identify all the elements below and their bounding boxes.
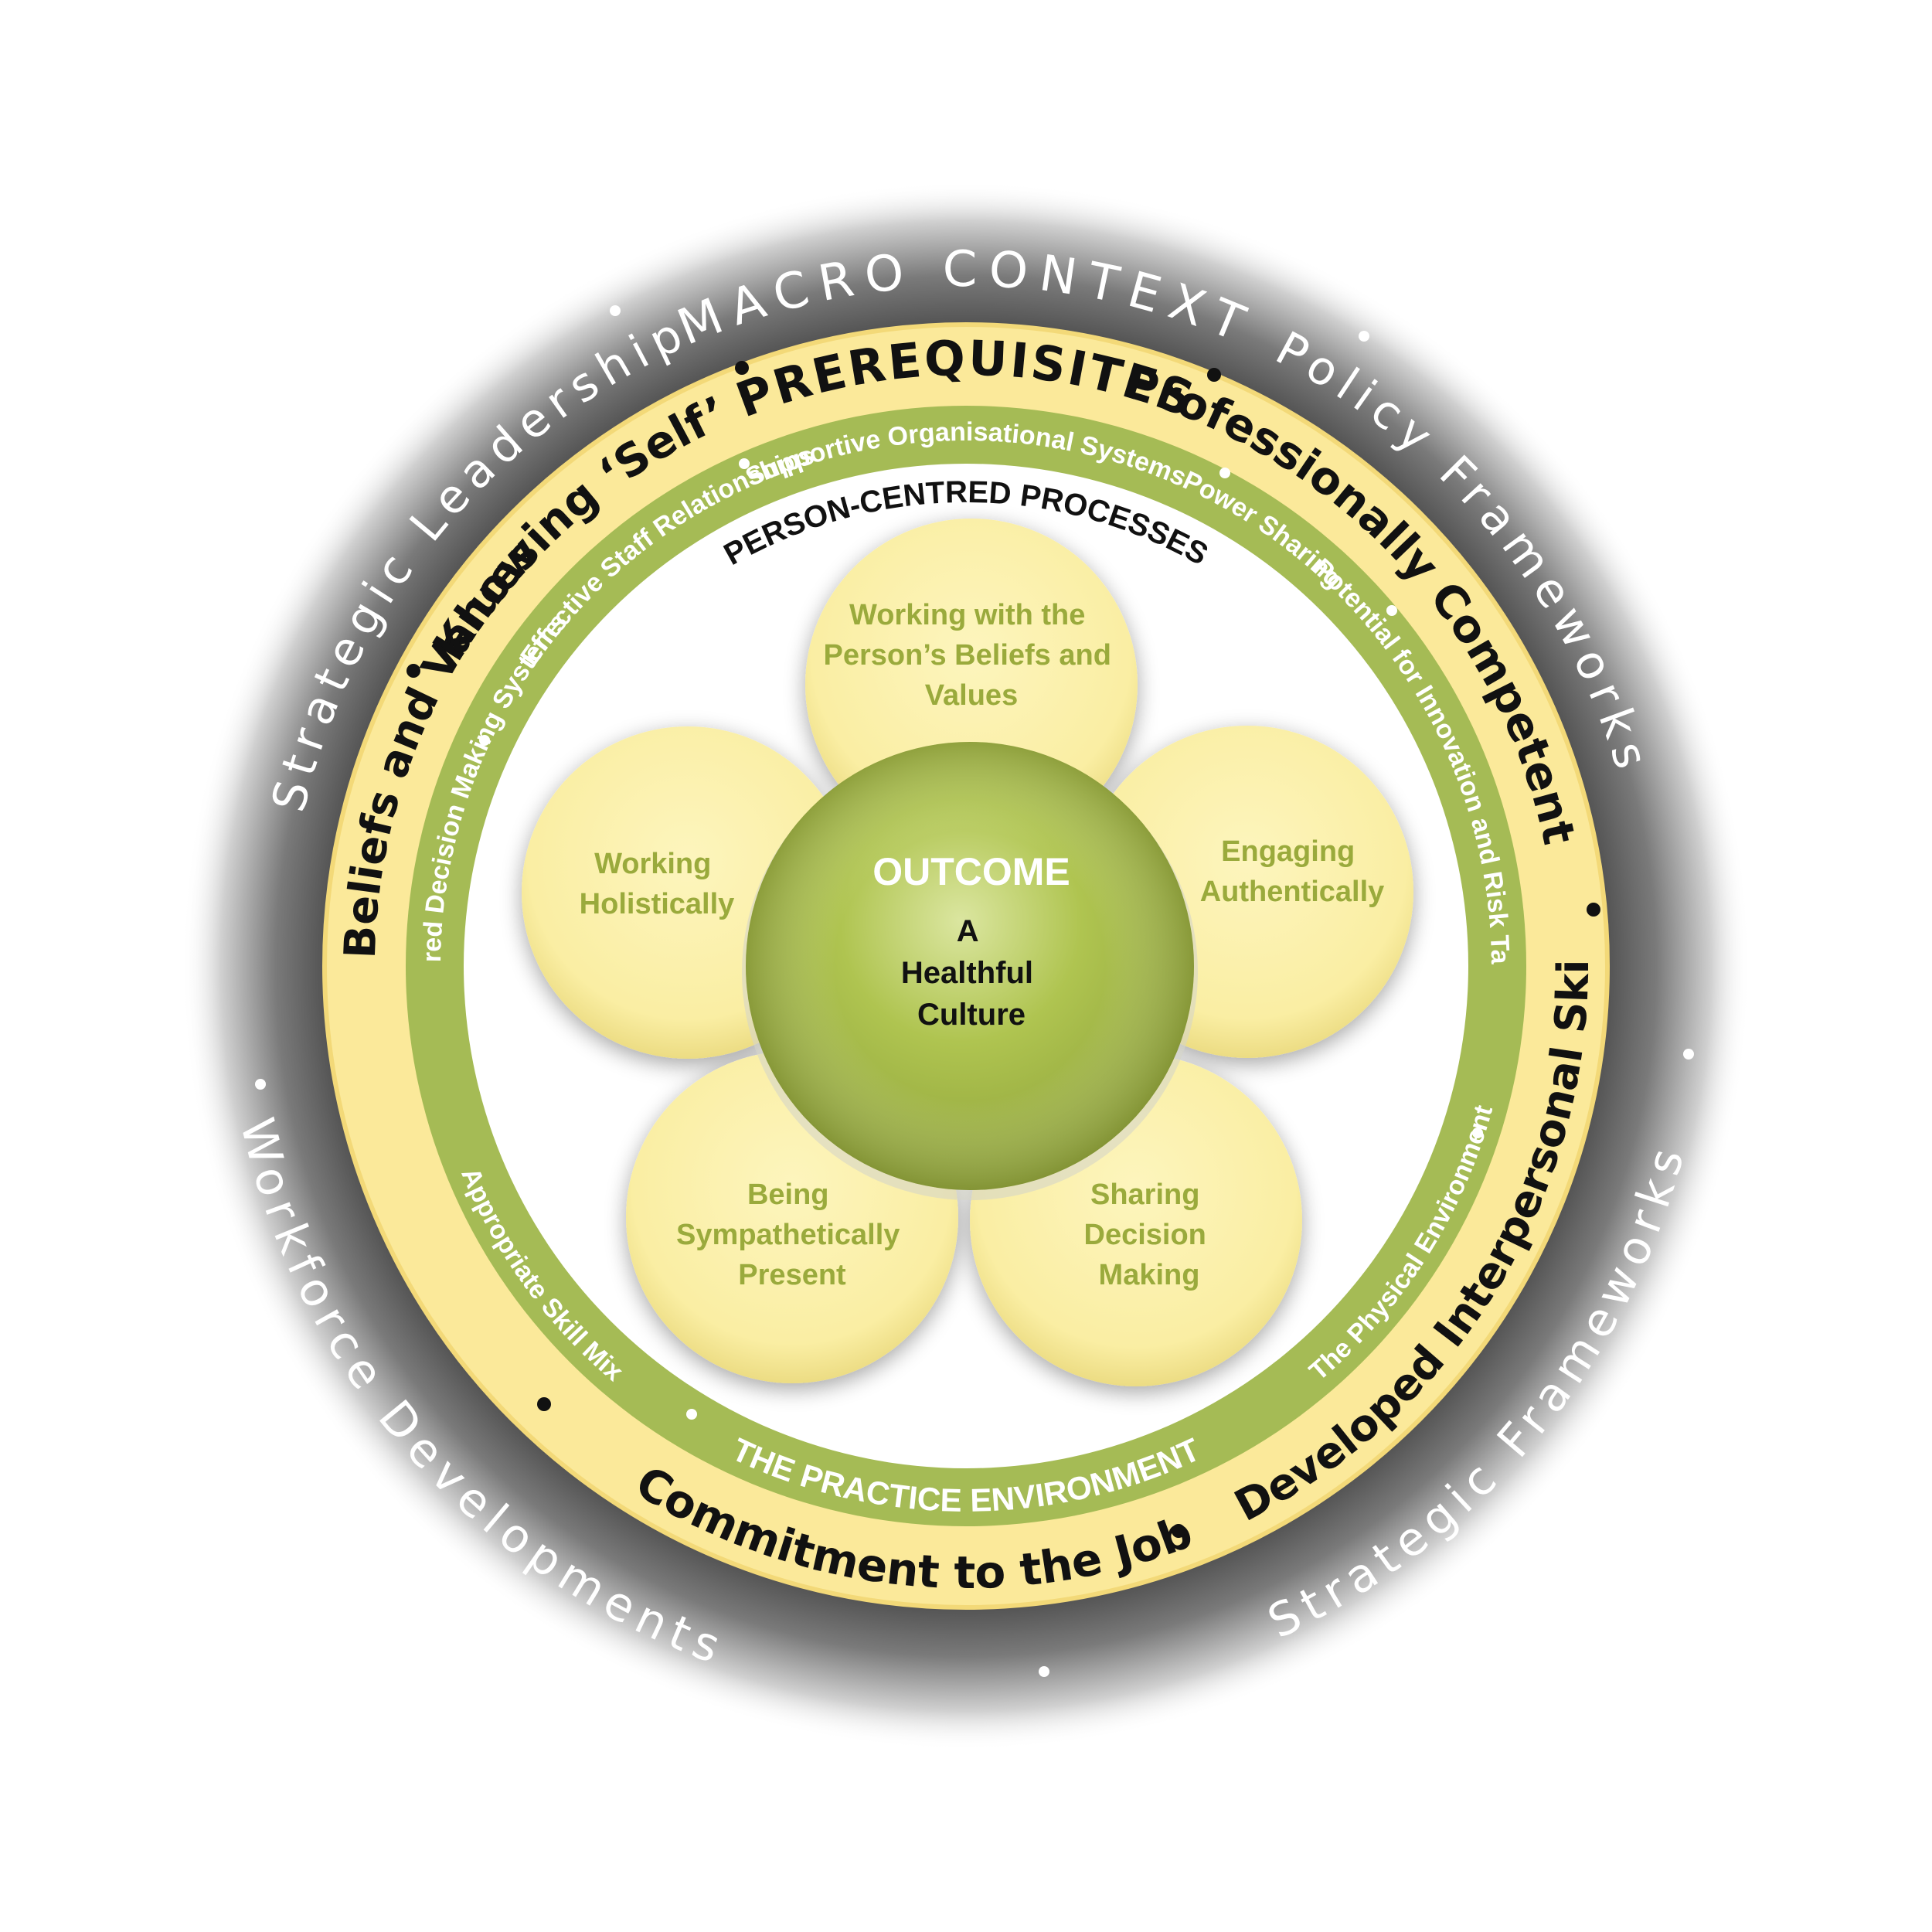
prereq-separator-dot — [1172, 1524, 1185, 1538]
env-separator-dot — [1386, 605, 1397, 616]
petal-label-line: Authentically — [1200, 876, 1385, 908]
prerequisites-separator-dots — [406, 361, 1600, 1538]
petal-working-with-beliefs-label: Working with the Person’s Beliefs and Va… — [824, 599, 1120, 712]
petal-being-sympathetically-present-label: Being Sympathetically Present — [676, 1179, 908, 1291]
petal-sharing-decision-making-label: Sharing Decision Making — [1084, 1179, 1215, 1291]
prereq-separator-dot — [1587, 903, 1600, 917]
petal-working-holistically-label: Working Holistically — [580, 848, 735, 920]
prereq-separator-dot — [1207, 368, 1221, 382]
macro-separator-dot — [1683, 1049, 1694, 1060]
env-separator-dot — [479, 735, 490, 746]
outcome-label-line: A — [957, 914, 978, 948]
petal-label-line: Values — [925, 679, 1018, 712]
macro-separator-dot — [1359, 331, 1369, 342]
macro-separator-dots — [255, 305, 1694, 1677]
practice-environment-separator-dots — [479, 458, 1483, 1420]
petal-label-line: Present — [738, 1259, 846, 1291]
petal-labels: Working with the Person’s Beliefs and Va… — [580, 599, 1385, 1291]
prereq-separator-dot — [406, 664, 420, 678]
petal-label-line: Sharing — [1090, 1179, 1199, 1211]
petal-label-line: Engaging — [1221, 835, 1355, 868]
env-separator-dot — [1219, 468, 1230, 478]
petal-engaging-authentically-label: Engaging Authentically — [1200, 835, 1385, 908]
outcome-label-line: Culture — [917, 998, 1026, 1032]
petal-label-line: Decision — [1084, 1219, 1206, 1251]
outcome-circle-rim — [746, 742, 1194, 1190]
macro-separator-dot — [255, 1079, 266, 1090]
outcome-title: OUTCOME — [872, 850, 1070, 893]
petal-label-line: Holistically — [580, 888, 735, 920]
macro-separator-dot — [1039, 1666, 1049, 1677]
outcome-label: A Healthful Culture — [901, 914, 1042, 1032]
petal-label-line: Working with the — [849, 599, 1085, 631]
env-separator-dot — [686, 1409, 697, 1420]
petal-label-line: Sympathetically — [676, 1219, 900, 1251]
env-separator-dot — [739, 458, 750, 469]
macro-separator-dot — [610, 305, 621, 316]
env-separator-dot — [1472, 1128, 1483, 1138]
petal-label-line: Working — [594, 848, 711, 880]
prereq-separator-dot — [537, 1397, 551, 1411]
outcome-label-line: Healthful — [901, 956, 1033, 990]
prereq-separator-dot — [735, 361, 749, 375]
petal-label-line: Person’s Beliefs and — [824, 639, 1111, 672]
petal-label-line: Being — [747, 1179, 829, 1211]
petal-label-line: Making — [1099, 1259, 1200, 1291]
